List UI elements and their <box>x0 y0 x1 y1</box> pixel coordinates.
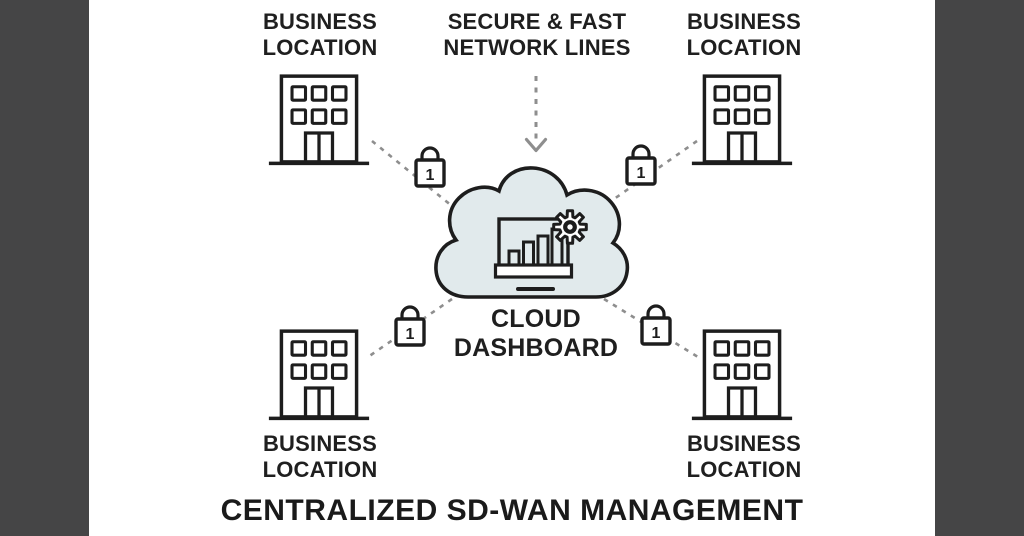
letterbox-left <box>0 0 89 536</box>
gear-icon <box>552 209 588 245</box>
label-line: BUSINESS <box>686 431 802 456</box>
cloud-icon <box>434 166 630 299</box>
label-business-location-top-left: BUSINESS LOCATION <box>220 9 420 61</box>
label-line: DASHBOARD <box>453 334 619 362</box>
label-business-location-top-right: BUSINESS LOCATION <box>644 9 844 61</box>
lock-badge: 1 <box>406 326 415 343</box>
lock-badge: 1 <box>426 167 435 184</box>
label-business-location-bottom-left: BUSINESS LOCATION <box>220 431 420 483</box>
label-line: SECURE & FAST <box>447 9 627 34</box>
label-line: BUSINESS <box>686 9 802 34</box>
building-icon-top-left <box>267 74 371 166</box>
network-lines-arrow <box>524 76 548 153</box>
letterbox-right <box>935 0 1024 536</box>
building-icon-top-right <box>690 74 794 166</box>
label-line: LOCATION <box>686 35 802 60</box>
label-line: LOCATION <box>262 457 378 482</box>
connection-top-left <box>371 139 453 208</box>
diagram-title: CENTRALIZED SD-WAN MANAGEMENT <box>220 494 804 527</box>
lock-icon-top-right: 1 <box>625 144 657 186</box>
label-line: NETWORK LINES <box>443 35 631 60</box>
label-line: BUSINESS <box>262 9 378 34</box>
label-line: BUSINESS <box>262 431 378 456</box>
arrow-down-icon <box>524 137 548 153</box>
label-business-location-bottom-right: BUSINESS LOCATION <box>644 431 844 483</box>
connection-bottom-left <box>367 297 453 359</box>
lock-icon-top-left: 1 <box>414 146 446 188</box>
label-line: CLOUD <box>491 305 581 333</box>
lock-badge: 1 <box>652 325 661 342</box>
label-line: LOCATION <box>686 457 802 482</box>
label-secure-fast-network-lines: SECURE & FAST NETWORK LINES <box>417 9 657 61</box>
lock-icon-bottom-right: 1 <box>640 304 672 346</box>
label-cloud-dashboard: CLOUD DASHBOARD <box>416 305 656 363</box>
building-icon-bottom-right <box>690 329 794 421</box>
lock-badge: 1 <box>637 165 646 182</box>
building-icon-bottom-left <box>267 329 371 421</box>
lock-icon-bottom-left: 1 <box>394 305 426 347</box>
label-line: LOCATION <box>262 35 378 60</box>
